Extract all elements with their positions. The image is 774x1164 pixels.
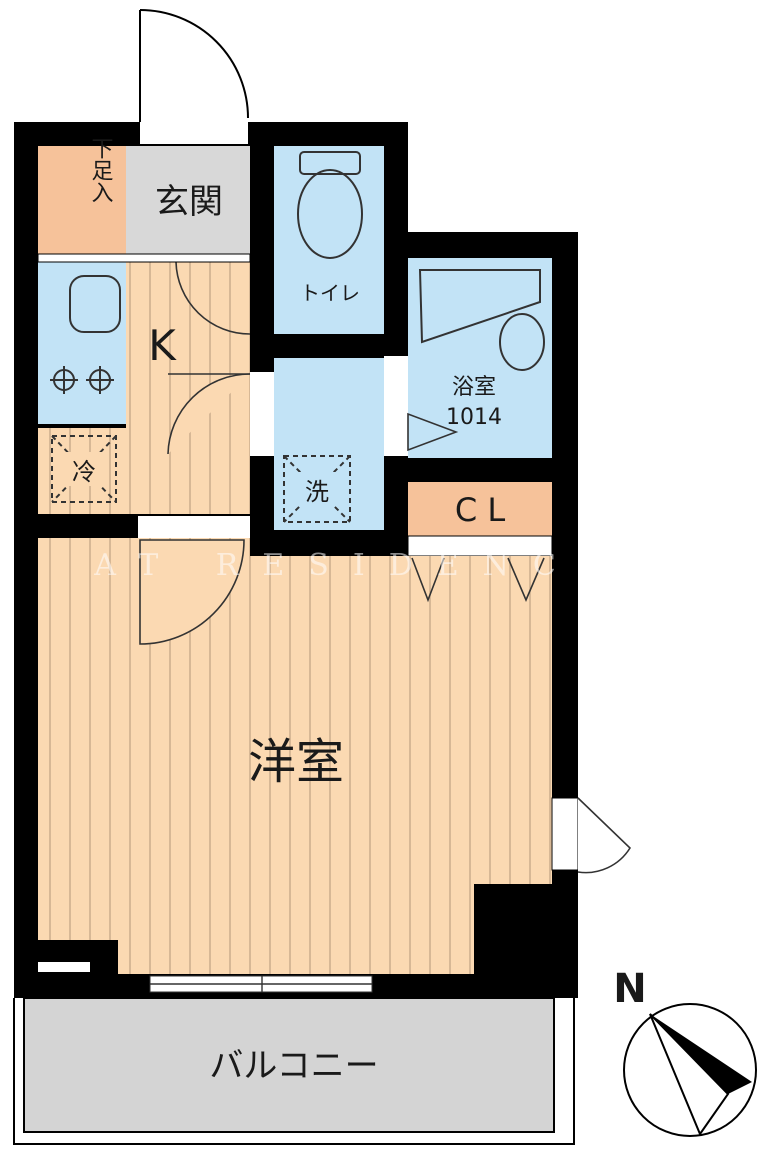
entrance-label: 玄関 — [155, 182, 223, 222]
entrance-door-opening — [140, 122, 248, 144]
western-room-label: 洋室 — [248, 734, 344, 790]
sink-icon — [69, 275, 121, 333]
shoe-box-label: 下足入 — [88, 137, 114, 203]
balcony-rail — [13, 998, 575, 1145]
bath-door-icon — [407, 412, 459, 452]
watermark: AT RESIDENCE — [93, 548, 626, 583]
compass: N — [613, 966, 757, 1137]
laundry-label: 洗 — [305, 478, 329, 506]
bathroom-label: 浴室 — [452, 375, 496, 400]
toilet-room — [274, 146, 384, 334]
balcony-label: バルコニー — [209, 1046, 378, 1086]
bath-door-gap — [384, 356, 408, 456]
compass-north-label: N — [613, 966, 646, 1012]
side-window-swing — [577, 797, 632, 874]
side-window — [551, 797, 579, 871]
kitchen-label: K — [148, 321, 177, 370]
western-room — [38, 538, 552, 974]
entrance — [126, 146, 250, 254]
entrance-door-icon — [139, 9, 249, 122]
compass-needle-icon — [650, 1014, 752, 1094]
kitchen-counter — [38, 262, 126, 424]
balcony-window — [149, 975, 373, 993]
room-door-icon — [139, 539, 245, 645]
shoe-box — [38, 146, 126, 254]
laundry-door-gap — [250, 372, 274, 456]
toilet-label: トイレ — [300, 281, 360, 305]
closet-door-icons — [411, 557, 545, 603]
bathtub-icon — [418, 269, 545, 371]
kitchen-door-swings — [167, 261, 251, 455]
closet — [408, 482, 552, 536]
balcony — [23, 997, 555, 1133]
stove-icon — [50, 366, 114, 394]
wall-marker — [38, 962, 90, 972]
toilet-icon — [297, 151, 363, 259]
bath-size-label: 1014 — [446, 405, 502, 430]
fridge-label: 冷 — [72, 458, 96, 486]
closet-label: C L — [455, 491, 506, 529]
room-door-gap — [138, 516, 250, 538]
